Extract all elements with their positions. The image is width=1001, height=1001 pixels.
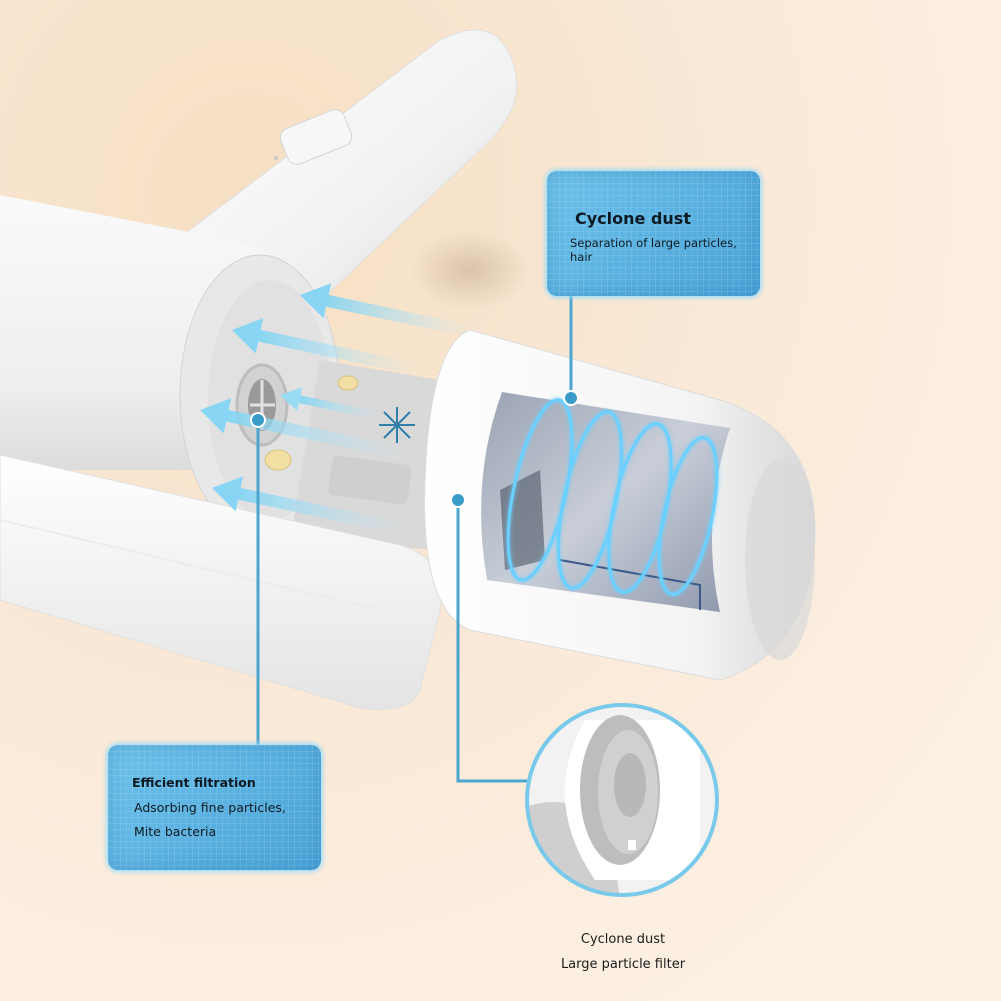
callout-text: Separation of large particles, hair bbox=[570, 236, 737, 264]
callout-efficient-filtration: Efficient filtration Adsorbing fine part… bbox=[108, 745, 321, 870]
callout-connectors bbox=[256, 296, 573, 783]
inset-caption-line-2: Large particle filter bbox=[560, 957, 686, 972]
callout-title: Efficient filtration bbox=[132, 775, 256, 790]
power-button-graphic bbox=[274, 109, 353, 165]
snowflake-icon bbox=[379, 407, 415, 443]
callout-text: Adsorbing fine particles, bbox=[134, 800, 286, 815]
cyclone-airflow-graphic bbox=[506, 398, 719, 596]
callout-text: Mite bacteria bbox=[134, 824, 217, 839]
dust-mite-icon bbox=[264, 375, 359, 471]
inset-caption-line-1: Cyclone dust bbox=[580, 932, 666, 947]
callout-title: Cyclone dust bbox=[575, 209, 691, 228]
callout-cyclone-dust: Cyclone dust Separation of large particl… bbox=[547, 171, 760, 296]
cyclone-filter-inset bbox=[527, 705, 717, 895]
